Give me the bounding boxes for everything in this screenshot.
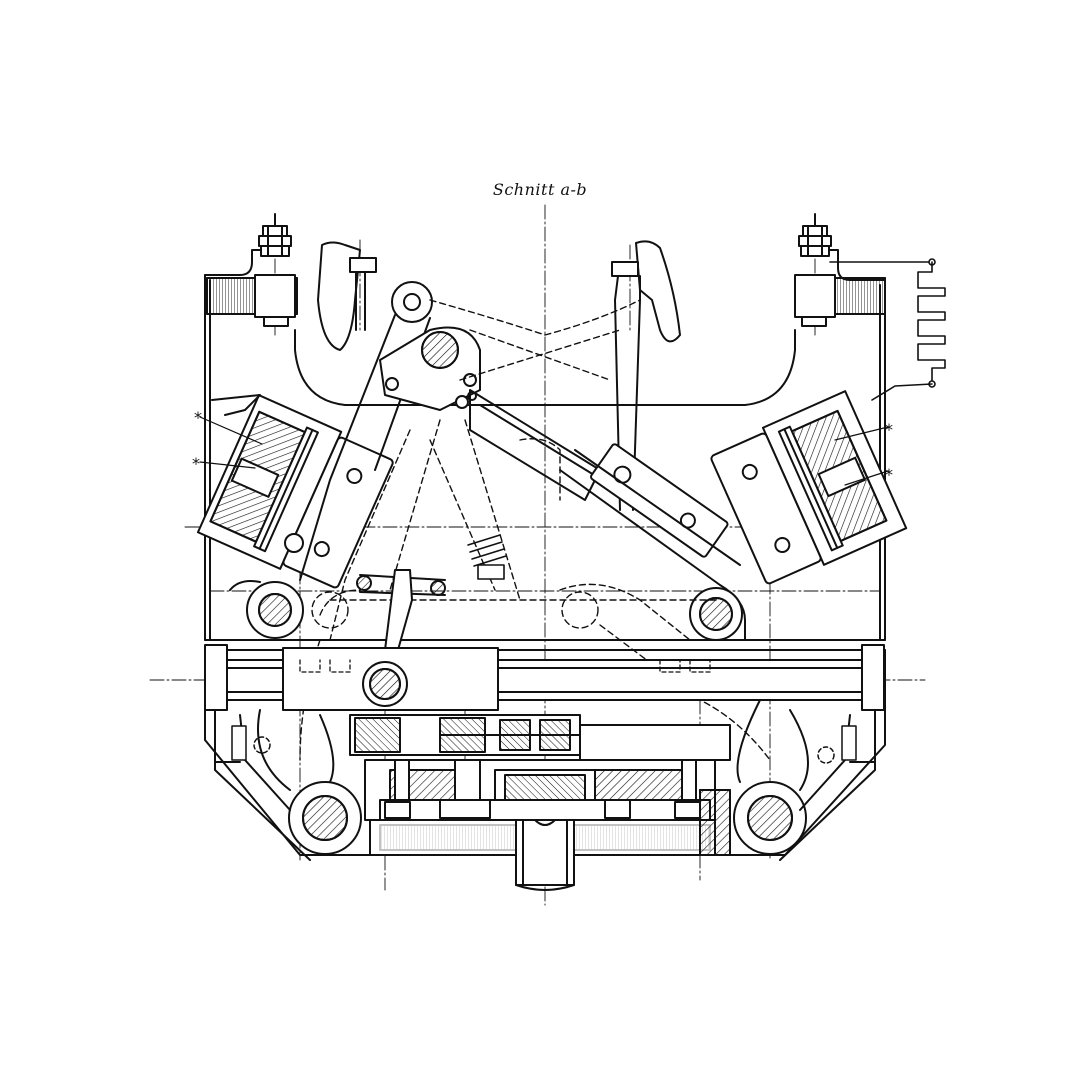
left-tilted-magnet: [196, 394, 394, 589]
small-link-bar: [356, 569, 446, 651]
reference-mark-right-lower: *: [885, 465, 893, 484]
spring: [467, 534, 507, 580]
right-top-hook: [611, 240, 681, 511]
upper-pivot-lever: [299, 281, 481, 581]
section-title: Schnitt a-b: [492, 180, 588, 199]
top-left-bolt: [258, 213, 292, 327]
bottom-right-pivot: [733, 699, 851, 855]
left-pivot: [229, 580, 304, 639]
lower-gear-assembly: [349, 714, 731, 891]
reference-mark-right-upper: *: [885, 420, 893, 439]
reference-mark-left-upper: *: [194, 408, 202, 427]
right-roller-link: [590, 443, 729, 558]
left-top-hook: [317, 241, 377, 351]
main-shaft: [204, 644, 886, 711]
right-resistor-comb: [829, 258, 946, 401]
left-magnet-bracket: [211, 394, 261, 416]
left-coil-block: [206, 274, 298, 318]
main-frame: [204, 249, 886, 861]
right-tilted-magnet: [710, 390, 908, 585]
right-coil-block: [794, 274, 886, 318]
reference-mark-left-lower: *: [192, 454, 200, 473]
side-bolts: [231, 725, 857, 764]
right-arm: [559, 449, 746, 641]
